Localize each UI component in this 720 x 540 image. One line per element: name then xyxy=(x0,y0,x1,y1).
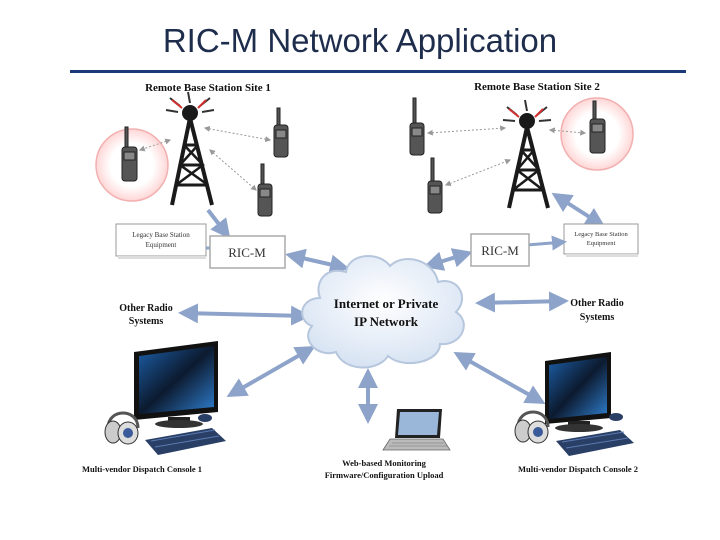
other-radio-left-line2: Systems xyxy=(129,316,164,327)
radio-link-arrow xyxy=(203,125,272,143)
handheld-radio-icon xyxy=(257,163,273,217)
radio-link-arrow xyxy=(426,125,507,136)
cloud-line1: Internet or Private xyxy=(334,296,439,311)
handheld-radio-icon xyxy=(589,100,606,154)
dispatch-console-left-icon xyxy=(104,341,226,455)
radio-link-arrow xyxy=(444,158,512,187)
tower-right-icon xyxy=(502,99,552,209)
ricm-box-left: RIC-M xyxy=(209,235,286,269)
radio-link-arrow xyxy=(138,138,172,152)
connection-arrow xyxy=(423,248,473,271)
ricm-left-label: RIC-M xyxy=(228,245,266,260)
other-radio-right-line2: Systems xyxy=(580,312,615,323)
legacy-equipment-right: Legacy Base Station Equipment xyxy=(563,223,639,257)
connection-arrow xyxy=(551,192,606,228)
radio-link-arrow xyxy=(548,127,587,136)
legacy-left-line1: Legacy Base Station xyxy=(132,231,190,239)
legacy-right-line2: Equipment xyxy=(587,240,616,247)
dispatch-console-right-icon xyxy=(514,352,634,456)
handheld-radio-icon xyxy=(409,97,425,156)
title-rule xyxy=(70,70,686,73)
legacy-left-line2: Equipment xyxy=(146,241,177,249)
connection-arrow xyxy=(475,291,569,313)
connection-arrow xyxy=(206,208,231,240)
legacy-equipment-left: Legacy Base Station Equipment xyxy=(115,223,207,259)
legacy-right-line1: Legacy Base Station xyxy=(574,231,628,238)
handheld-radio-icon xyxy=(427,157,443,214)
site2-label: Remote Base Station Site 2 xyxy=(474,81,600,93)
page-title: RIC-M Network Application xyxy=(162,22,558,59)
cloud-icon: Internet or Private IP Network xyxy=(301,254,465,369)
console-right-label: Multi-vendor Dispatch Console 2 xyxy=(518,464,638,474)
laptop-icon xyxy=(382,409,451,451)
site1-label: Remote Base Station Site 1 xyxy=(145,82,271,94)
console-left-label: Multi-vendor Dispatch Console 1 xyxy=(82,464,202,474)
handheld-radio-icon xyxy=(273,107,289,158)
radio-link-arrow xyxy=(209,149,257,191)
monitoring-line1: Web-based Monitoring xyxy=(342,458,427,468)
tower-left-icon xyxy=(165,91,215,206)
connection-arrow xyxy=(226,346,316,397)
handheld-radio-icon xyxy=(121,126,138,182)
connector xyxy=(526,235,567,251)
connection-arrow xyxy=(285,248,350,275)
connection-arrow xyxy=(178,303,311,326)
connection-arrow xyxy=(453,352,546,404)
monitoring-line2: Firmware/Configuration Upload xyxy=(325,470,444,480)
ricm-box-right: RIC-M xyxy=(470,233,530,267)
other-radio-right-line1: Other Radio xyxy=(570,298,623,309)
cloud-line2: IP Network xyxy=(354,314,419,329)
ricm-right-label: RIC-M xyxy=(481,243,519,258)
other-radio-left-line1: Other Radio xyxy=(119,303,172,314)
